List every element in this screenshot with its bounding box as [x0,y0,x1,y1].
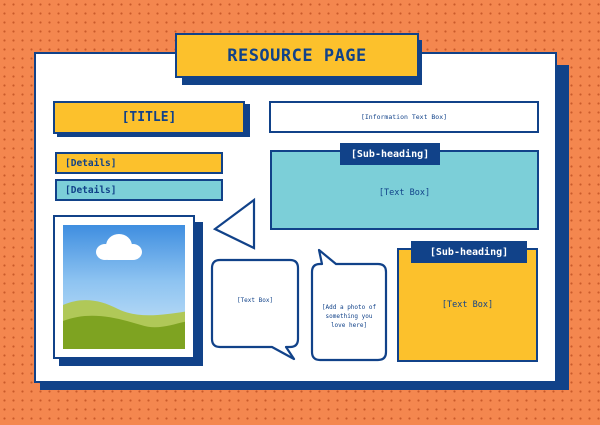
yellow-text-box[interactable]: [Text Box] [397,248,538,362]
speech-bubble-text: [Text Box] [236,296,274,304]
photo-speech-bubble[interactable] [308,246,390,364]
sub-heading-2[interactable]: [Sub-heading] [411,241,527,263]
speech-bubble[interactable] [210,256,302,362]
triangle-pointer-icon [212,197,256,250]
information-text-box[interactable]: [Information Text Box] [269,101,539,133]
details-box-2[interactable]: [Details] [55,179,223,201]
title-text-box[interactable]: [TITLE] [53,101,245,134]
page-title-banner[interactable]: RESOURCE PAGE [175,33,419,78]
details-box-1[interactable]: [Details] [55,152,223,174]
landscape-photo [63,225,185,349]
landscape-image [63,234,185,349]
photo-frame[interactable] [53,215,195,359]
page-title: RESOURCE PAGE [227,45,367,66]
sub-heading-1[interactable]: [Sub-heading] [340,143,440,165]
cloud-icon [96,234,142,260]
photo-bubble-text: [Add a photo of something you love here] [321,303,377,329]
